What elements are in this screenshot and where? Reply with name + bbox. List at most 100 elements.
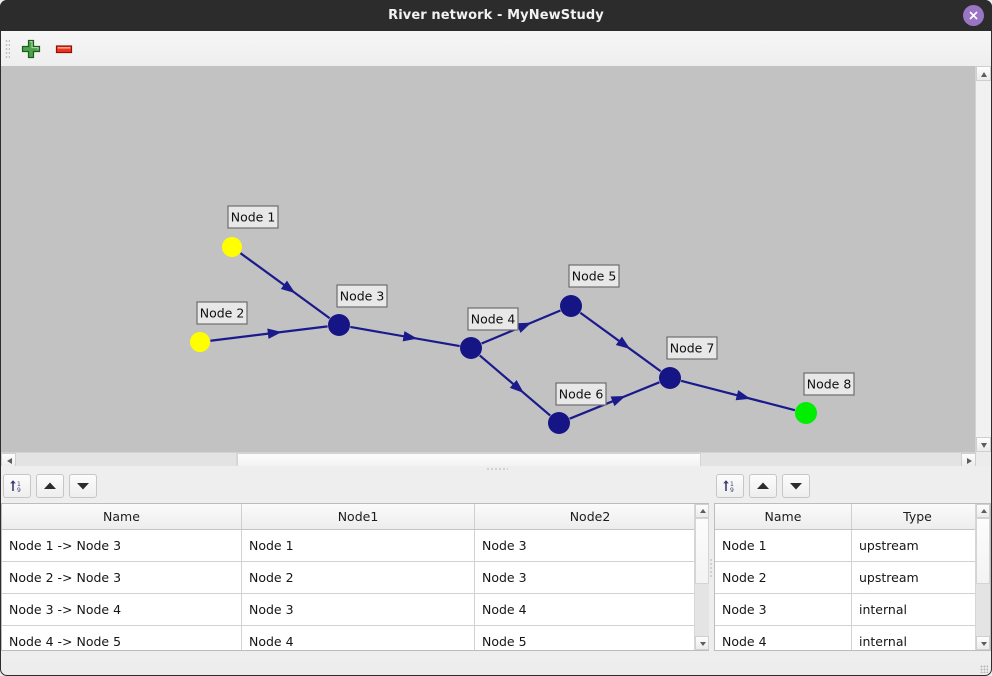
- network-graph: Node 1 Node 2 Node 3 Node 4 Node 5 Node 6 Node…: [190, 205, 855, 434]
- graph-node[interactable]: [190, 332, 210, 352]
- graph-edge-arrow: [509, 380, 524, 394]
- graph-node[interactable]: [460, 337, 482, 359]
- table-cell[interactable]: Node 4 -> Node 5: [2, 625, 242, 650]
- table-cell[interactable]: internal: [851, 625, 984, 650]
- scroll-up-icon[interactable]: [695, 504, 709, 518]
- column-header[interactable]: Name: [715, 504, 852, 530]
- graph-node[interactable]: [548, 412, 570, 434]
- table-cell[interactable]: Node 1: [241, 529, 475, 562]
- table-cell[interactable]: Node 3: [474, 529, 706, 562]
- graph-node-label[interactable]: Node 1: [227, 205, 279, 229]
- column-header[interactable]: Node1: [241, 504, 475, 530]
- graph-node-label[interactable]: Node 5: [568, 264, 620, 288]
- table-cell[interactable]: Node 4: [474, 593, 706, 626]
- table-cell[interactable]: Node 3: [474, 561, 706, 594]
- graph-edge-arrow: [610, 396, 626, 407]
- table-cell[interactable]: upstream: [851, 561, 984, 594]
- scrollbar-thumb[interactable]: [695, 518, 709, 584]
- vertical-splitter[interactable]: [709, 472, 713, 662]
- graph-edge-arrow: [516, 322, 532, 333]
- resize-grip[interactable]: [980, 665, 988, 673]
- toolbar: [1, 31, 991, 67]
- sort-icon[interactable]: 1 9: [716, 474, 744, 498]
- table-cell[interactable]: Node 1: [715, 529, 852, 562]
- table-cell[interactable]: Node 3: [241, 593, 475, 626]
- graph-node[interactable]: [222, 237, 242, 257]
- scroll-down-icon[interactable]: [976, 636, 990, 650]
- column-header[interactable]: Node2: [474, 504, 706, 530]
- horizontal-splitter[interactable]: [1, 466, 991, 472]
- table-cell[interactable]: Node 5: [474, 625, 706, 650]
- graph-edge-arrow: [402, 331, 418, 342]
- nodes-table-scrollbar[interactable]: [975, 504, 990, 650]
- graph-node-label[interactable]: Node 6: [555, 382, 607, 406]
- table-cell[interactable]: Node 3: [715, 593, 852, 626]
- svg-text:Node 8: Node 8: [807, 377, 852, 392]
- table-cell[interactable]: upstream: [851, 529, 984, 562]
- graph-edge-arrow: [280, 280, 296, 294]
- delete-node-icon[interactable]: [52, 37, 76, 61]
- splitter-grip: [486, 468, 508, 470]
- table-cell[interactable]: Node 3 -> Node 4: [2, 593, 242, 626]
- scrollbar-track[interactable]: [976, 584, 990, 636]
- graph-nodes: [190, 237, 817, 434]
- move-up-icon[interactable]: [749, 474, 777, 498]
- graph-node-label[interactable]: Node 3: [336, 284, 388, 308]
- scroll-down-icon[interactable]: [976, 437, 991, 452]
- links-table-scrollbar[interactable]: [694, 504, 709, 650]
- svg-text:1: 1: [17, 481, 21, 488]
- column-header[interactable]: Name: [2, 504, 242, 530]
- graph-node-label[interactable]: Node 8: [803, 372, 855, 396]
- graph-node-label[interactable]: Node 4: [467, 307, 519, 331]
- graph-node-label[interactable]: Node 2: [196, 301, 248, 325]
- move-down-icon[interactable]: [69, 474, 97, 498]
- table-cell[interactable]: Node 1 -> Node 3: [2, 529, 242, 562]
- scroll-down-icon[interactable]: [695, 636, 709, 650]
- scrollbar-track-left[interactable]: [16, 453, 237, 468]
- table-cell[interactable]: internal: [851, 593, 984, 626]
- sort-icon[interactable]: 1 9: [3, 474, 31, 498]
- scroll-up-icon[interactable]: [976, 66, 991, 81]
- graph-node[interactable]: [328, 314, 350, 336]
- table-cell[interactable]: Node 2 -> Node 3: [2, 561, 242, 594]
- scroll-up-icon[interactable]: [976, 504, 990, 518]
- column-header[interactable]: Type: [851, 504, 984, 530]
- graph-node[interactable]: [795, 402, 817, 424]
- table-cell[interactable]: Node 4: [241, 625, 475, 650]
- toolbar-grip[interactable]: [5, 39, 10, 59]
- table-cell[interactable]: Node 4: [715, 625, 852, 650]
- graph-node[interactable]: [659, 367, 681, 389]
- move-up-icon[interactable]: [36, 474, 64, 498]
- svg-text:9: 9: [17, 487, 21, 494]
- graph-vertical-scrollbar[interactable]: [975, 66, 991, 452]
- scrollbar-thumb[interactable]: [976, 518, 990, 584]
- table-cell[interactable]: Node 2: [715, 561, 852, 594]
- move-down-icon[interactable]: [782, 474, 810, 498]
- graph-edge-arrow: [267, 328, 282, 339]
- scrollbar-track-right[interactable]: [701, 453, 961, 468]
- network-graph-canvas[interactable]: Node 1 Node 2 Node 3 Node 4 Node 5 Node 6 Node…: [1, 66, 976, 452]
- svg-text:Node 2: Node 2: [200, 306, 245, 321]
- close-icon[interactable]: [963, 5, 984, 26]
- graph-node[interactable]: [560, 295, 582, 317]
- graph-edge-arrow: [735, 390, 751, 401]
- add-node-icon[interactable]: [19, 37, 43, 61]
- table-cell[interactable]: Node 2: [241, 561, 475, 594]
- graph-node-label[interactable]: Node 7: [666, 336, 718, 360]
- scrollbar-track[interactable]: [695, 584, 709, 636]
